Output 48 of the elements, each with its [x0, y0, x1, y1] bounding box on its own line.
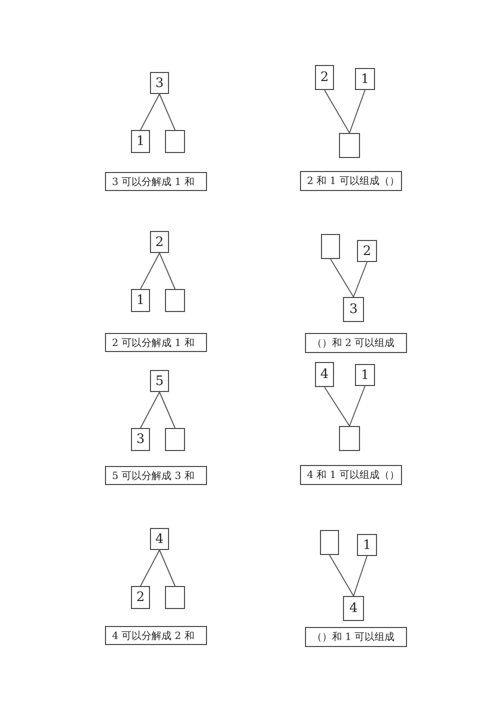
number-box: 3	[131, 428, 150, 451]
branch-line	[140, 94, 160, 130]
number-box: 5	[150, 370, 169, 392]
sentence-box: 2 可以分解成 1 和	[105, 333, 207, 352]
branch-line	[159, 252, 176, 290]
sentence-box: （）和 1 可以组成	[305, 627, 407, 647]
answer-box	[165, 586, 185, 609]
number-box: 3	[150, 72, 169, 94]
sentence-box: 5 可以分解成 3 和	[105, 466, 207, 485]
branch-line	[324, 90, 350, 134]
branch-line	[159, 550, 176, 586]
number-box: 2	[150, 231, 169, 253]
number-box: 1	[131, 289, 150, 312]
branch-line	[330, 258, 354, 298]
answer-box	[165, 289, 185, 312]
number-box: 1	[131, 130, 150, 153]
branch-line	[349, 90, 366, 134]
number-box: 1	[355, 364, 375, 386]
branch-line	[159, 392, 176, 428]
number-box: 4	[315, 362, 334, 387]
sentence-box: 4 和 1 可以组成（）	[300, 465, 402, 485]
number-box: 1	[357, 534, 377, 556]
number-box: 4	[343, 596, 364, 621]
sentence-box: 4 可以分解成 2 和	[105, 626, 207, 645]
branch-line	[349, 386, 366, 426]
number-box: 1	[355, 68, 375, 90]
branch-line	[353, 556, 368, 596]
number-box: 2	[315, 65, 334, 90]
branch-line	[140, 550, 160, 586]
branch-line	[140, 252, 160, 290]
branch-line	[324, 386, 350, 426]
sentence-box: （）和 2 可以组成	[305, 333, 407, 353]
answer-box	[339, 426, 360, 451]
answer-box	[165, 428, 185, 451]
branch-line	[353, 262, 368, 298]
number-box: 2	[357, 240, 377, 262]
sentence-box: 2 和 1 可以组成（）	[300, 171, 402, 191]
branch-line	[140, 392, 160, 428]
answer-box	[165, 130, 185, 153]
answer-box	[339, 133, 360, 158]
branch-line	[159, 94, 176, 130]
number-box: 4	[150, 528, 169, 550]
answer-box	[320, 530, 339, 555]
number-box: 3	[343, 297, 364, 322]
answer-box	[321, 234, 340, 259]
branch-line	[329, 554, 354, 596]
sentence-box: 3 可以分解成 1 和	[105, 172, 207, 191]
number-box: 2	[131, 586, 150, 609]
